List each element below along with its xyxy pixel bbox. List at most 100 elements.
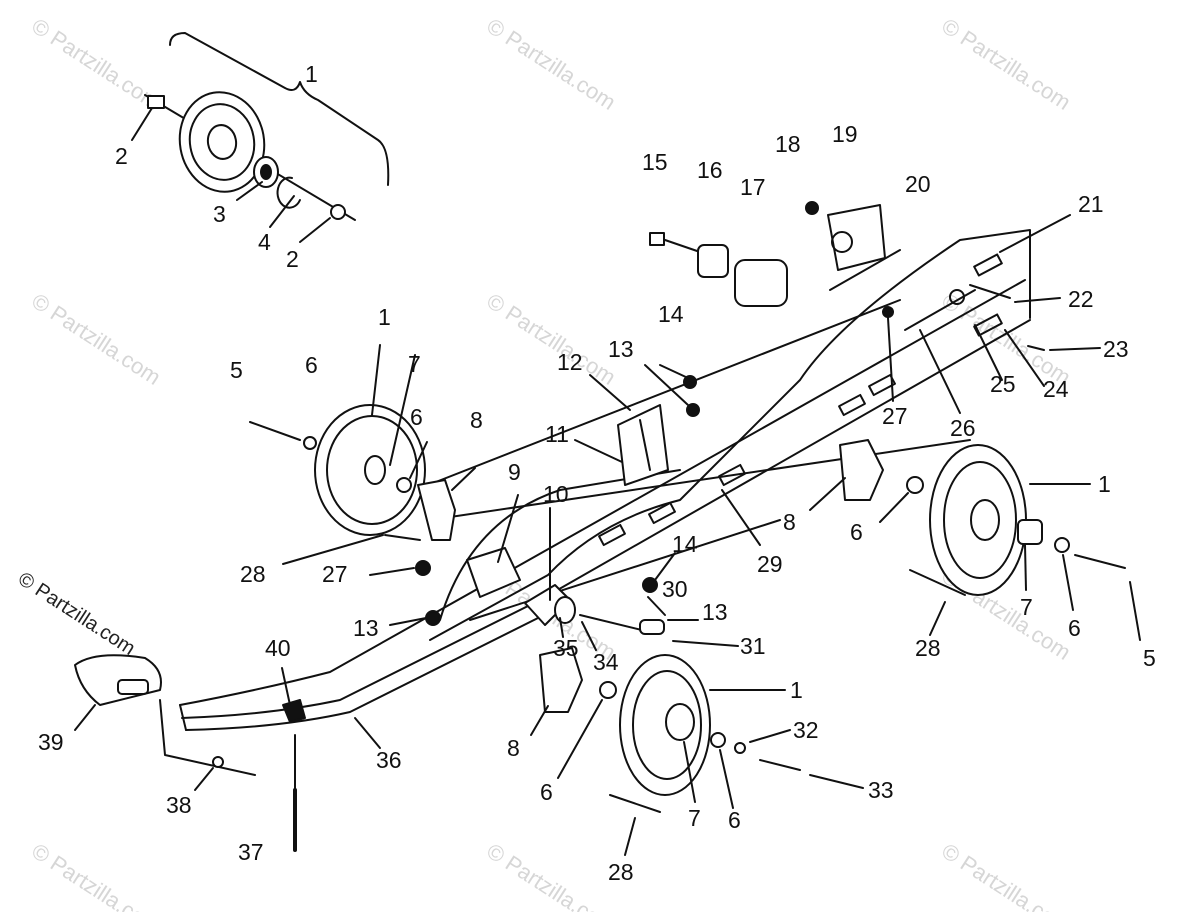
callout-40: 40 — [265, 635, 291, 661]
callout-21: 21 — [1078, 191, 1104, 217]
leader — [530, 705, 549, 736]
callout-15: 15 — [642, 149, 668, 175]
callout-5: 5 — [230, 357, 243, 383]
wheel-hub — [665, 703, 695, 741]
washer — [949, 289, 965, 305]
callout-4: 4 — [258, 229, 271, 255]
leader — [371, 344, 381, 416]
watermark: © Partzilla.com — [937, 13, 1075, 115]
rail-tip — [179, 704, 187, 731]
washer — [734, 742, 746, 754]
leader — [809, 477, 846, 511]
leader — [236, 181, 263, 201]
rail-upper-rib — [829, 249, 901, 291]
wheel-hub — [206, 124, 238, 160]
callout-11: 11 — [545, 421, 569, 447]
leader — [589, 374, 631, 411]
callout-7: 7 — [1020, 594, 1033, 620]
bolt-head — [649, 232, 665, 246]
axle-bracket — [839, 439, 884, 501]
cross-shafts — [389, 299, 971, 621]
bolt — [609, 794, 661, 813]
leader — [887, 317, 894, 402]
callout-7: 7 — [408, 351, 421, 377]
leader — [497, 494, 519, 563]
leader — [647, 596, 666, 616]
leader — [574, 439, 623, 463]
callout-30: 30 — [662, 576, 688, 602]
wheel-exploded-detail — [144, 32, 390, 221]
leader — [282, 534, 384, 565]
wheel-cap — [330, 204, 346, 220]
rail-slot — [598, 523, 626, 547]
callout-24: 24 — [1043, 376, 1069, 402]
mount-bracket — [617, 404, 669, 486]
leader — [919, 329, 961, 414]
cross-shaft — [469, 519, 781, 621]
pivot-bolt — [579, 614, 651, 633]
callout-36: 36 — [376, 747, 402, 773]
leader — [749, 729, 791, 743]
callout-13: 13 — [702, 599, 728, 625]
callout-12: 12 — [557, 349, 583, 375]
callout-27: 27 — [322, 561, 348, 587]
callout-13: 13 — [608, 336, 634, 362]
callout-39: 39 — [38, 729, 64, 755]
leader — [999, 214, 1071, 253]
washer — [303, 436, 317, 450]
callout-37: 37 — [238, 839, 264, 865]
callout-13: 13 — [353, 615, 379, 641]
callout-25: 25 — [990, 371, 1016, 397]
right-wheel-set — [839, 439, 1126, 596]
leader — [1024, 544, 1027, 591]
washer — [599, 681, 617, 699]
clip — [282, 699, 306, 723]
rear-shock-mount — [649, 201, 1045, 351]
washer — [710, 732, 726, 748]
leader — [1062, 554, 1074, 611]
callout-32: 32 — [793, 717, 819, 743]
watermark: © Partzilla.com — [482, 838, 620, 912]
lower-wheel-set — [539, 647, 801, 813]
cross-shaft — [389, 299, 901, 501]
callout-17: 17 — [740, 174, 766, 200]
leader — [624, 817, 636, 856]
callout-1: 1 — [1098, 471, 1111, 497]
leader — [269, 195, 295, 228]
group-bracket — [169, 32, 390, 186]
leader — [974, 324, 1003, 381]
bolt — [249, 421, 301, 441]
callout-23: 23 — [1103, 336, 1129, 362]
bolt — [909, 569, 966, 596]
axle-bracket — [539, 647, 583, 713]
callout-14: 14 — [658, 301, 684, 327]
tip-bolt-line — [159, 699, 256, 776]
nut — [425, 610, 441, 626]
callout-8: 8 — [507, 735, 520, 761]
front-arm-mount — [617, 375, 700, 486]
callout-8: 8 — [470, 407, 483, 433]
leader — [654, 552, 676, 581]
wheel-cap — [147, 95, 165, 109]
leader — [719, 749, 734, 809]
nut — [882, 306, 894, 318]
callout-2: 2 — [286, 246, 299, 272]
callout-31: 31 — [740, 633, 766, 659]
leader — [131, 107, 153, 141]
callout-2: 2 — [115, 143, 128, 169]
leader — [1014, 297, 1061, 303]
leader — [409, 441, 428, 479]
callout-9: 9 — [508, 459, 521, 485]
pin — [1027, 345, 1045, 351]
leader — [659, 364, 689, 379]
pivot-plate — [466, 547, 521, 598]
left-wheel-set — [249, 404, 456, 626]
nut — [415, 560, 431, 576]
leader-lines — [74, 107, 1141, 856]
nut — [642, 577, 658, 593]
leader — [557, 699, 603, 779]
watermark: © Partzilla.com — [27, 13, 165, 115]
callout-6: 6 — [410, 404, 423, 430]
leader — [194, 767, 214, 791]
